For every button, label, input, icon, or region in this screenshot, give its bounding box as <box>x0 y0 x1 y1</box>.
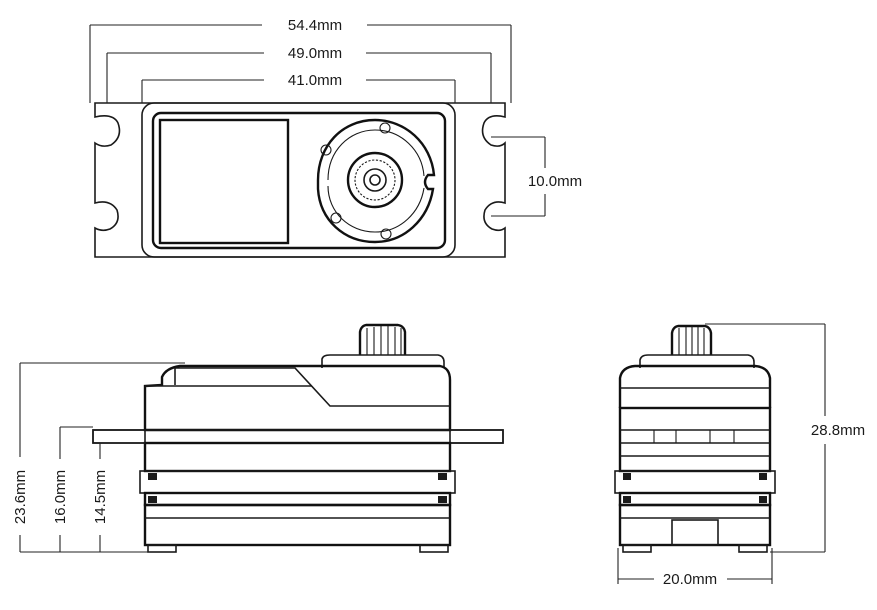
dim-hole-spacing: 10.0mm <box>528 173 582 190</box>
front-lower-case <box>618 491 772 507</box>
side-bottom-cover <box>143 503 452 547</box>
top-dimensions: 54.4mm 49.0mm 41.0mm 10.0mm <box>89 17 582 217</box>
front-screws <box>623 473 767 503</box>
output-shaft-hole <box>369 174 381 186</box>
top-view <box>94 102 506 258</box>
front-upper-case <box>618 364 772 408</box>
side-lower-case <box>143 491 452 507</box>
side-flange <box>92 429 504 444</box>
side-foot-left <box>147 544 177 553</box>
gear-bump-bottom-left <box>330 212 342 224</box>
side-middle-band <box>139 470 456 494</box>
side-middle-case <box>143 441 452 473</box>
top-flange-outline <box>94 102 506 258</box>
front-dimensions: 28.8mm 20.0mm <box>617 323 865 588</box>
front-spline-base <box>639 354 755 368</box>
front-foot-left <box>622 544 652 553</box>
gear-housing <box>316 118 436 244</box>
dim-side-total-height: 23.6mm <box>12 470 29 524</box>
side-view <box>92 323 504 553</box>
side-flange-tab-left <box>92 429 146 444</box>
side-case-bevel <box>175 367 450 407</box>
front-bottom-cover <box>618 503 772 547</box>
side-upper-case <box>143 364 452 432</box>
front-case <box>618 406 772 473</box>
top-case-lid <box>151 111 447 250</box>
front-middle-band <box>614 470 776 494</box>
dim-top-width-outer: 54.4mm <box>288 17 342 34</box>
side-flange-tab-right <box>449 429 504 444</box>
front-view <box>614 324 776 553</box>
dim-top-width-mid: 49.0mm <box>288 45 342 62</box>
gear-housing-inner <box>327 129 425 233</box>
top-body-outline <box>141 102 456 258</box>
side-spline-base <box>321 354 445 368</box>
top-label-window <box>158 118 290 245</box>
gear-bump-top <box>379 122 391 134</box>
side-foot-right <box>419 544 449 553</box>
output-spline-teeth <box>354 159 396 201</box>
side-screws <box>148 473 447 503</box>
dim-side-body-height: 14.5mm <box>92 470 109 524</box>
side-spline <box>358 323 407 355</box>
dim-top-width-body: 41.0mm <box>288 72 342 89</box>
side-dimensions: 23.6mm 16.0mm 14.5mm <box>12 362 185 553</box>
gear-bump-bottom <box>380 228 392 240</box>
front-foot-right <box>738 544 768 553</box>
dim-front-width: 20.0mm <box>663 571 717 588</box>
dim-front-height: 28.8mm <box>811 422 865 439</box>
output-spline-hub <box>363 168 387 192</box>
front-connector <box>671 519 719 546</box>
gear-bump-left <box>320 144 332 156</box>
output-spline-ring <box>346 151 404 209</box>
dim-side-flange-height: 16.0mm <box>52 470 69 524</box>
